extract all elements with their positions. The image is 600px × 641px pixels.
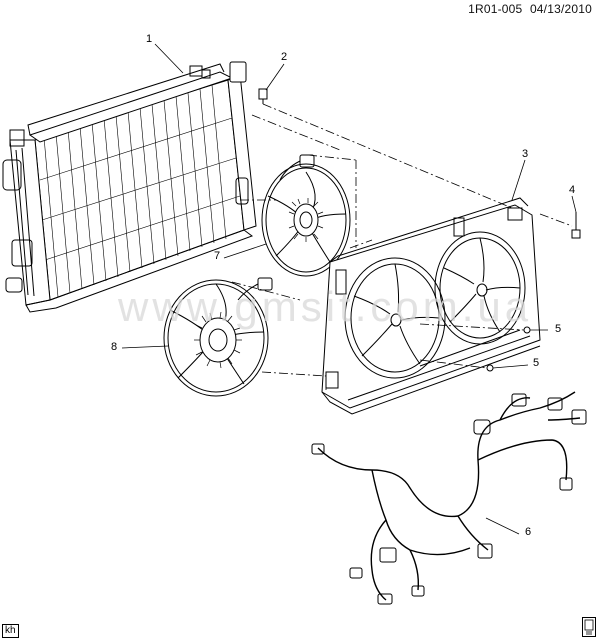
diagram-header: 1R01-005 04/13/2010	[468, 2, 592, 16]
callout-screw-lower: 5	[532, 357, 540, 369]
diagram-code: 1R01-005	[468, 2, 523, 16]
wiring-harness	[317, 391, 581, 601]
leader-lines	[121, 43, 577, 535]
bolt-right	[571, 212, 581, 239]
callout-fan-shroud: 3	[521, 148, 529, 160]
logo-mark	[582, 617, 596, 637]
diagram-date: 04/13/2010	[529, 2, 592, 16]
callout-fan-upper: 7	[213, 250, 221, 262]
callout-bolt-upper: 2	[280, 51, 288, 63]
assembly-lines	[231, 103, 573, 392]
callout-screw-upper: 5	[554, 323, 562, 335]
corner-tag: kh	[2, 624, 19, 638]
bolt-upper	[258, 88, 268, 104]
book-icon	[584, 619, 594, 635]
harness-connectors	[311, 393, 587, 605]
radiator	[2, 61, 257, 313]
watermark: www.gmsit.com.ua	[118, 283, 533, 330]
callout-wiring-harness: 6	[524, 526, 532, 538]
callout-radiator: 1	[145, 33, 153, 45]
fan-lower	[163, 277, 273, 397]
fan-upper	[261, 154, 351, 277]
fan-shroud	[321, 197, 541, 415]
callout-bolt-right: 4	[568, 184, 576, 196]
callout-fan-lower: 8	[110, 341, 118, 353]
